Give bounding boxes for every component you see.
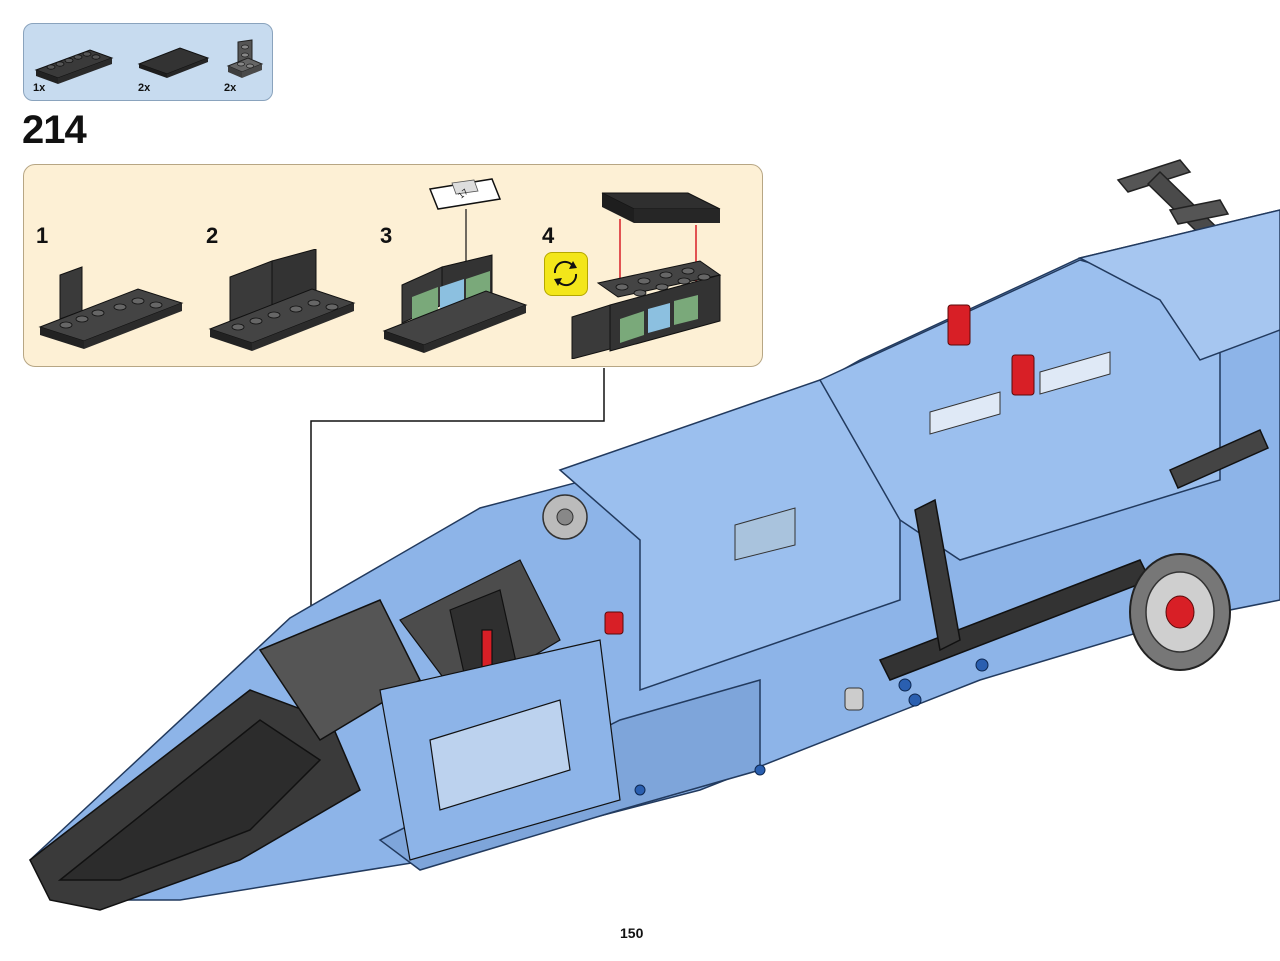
nose-cone (29, 599, 421, 911)
bracket-icon (226, 39, 264, 78)
grey-bushing (844, 687, 864, 711)
sub-assembly-box: 1 2 3 4 17 (23, 164, 763, 367)
part-quantity: 2x (224, 82, 237, 94)
substep-number: 3 (380, 223, 393, 248)
rotate-model-icon (544, 252, 588, 296)
substep-number: 1 (36, 223, 49, 248)
substep-2-assembly (208, 249, 356, 351)
part-quantity: 2x (138, 82, 151, 94)
substep-3-assembly: 17 (382, 178, 528, 353)
chassis-beam (878, 429, 1269, 681)
model-illustration (28, 159, 1280, 911)
tile-2x4-icon (137, 47, 210, 78)
parts-list-box: 1x 2x 2x (23, 23, 273, 101)
substep-number: 2 (206, 223, 219, 248)
substep-number: 4 (542, 223, 555, 248)
wheel (1129, 553, 1231, 671)
blue-pin (634, 658, 989, 796)
gear (542, 494, 588, 540)
rotate-arrows-icon (553, 260, 578, 287)
substep-4-assembly (571, 192, 722, 359)
sticker-panel (734, 351, 1111, 561)
plate-1x6-icon (34, 49, 114, 84)
substep-1-assembly (38, 266, 184, 349)
red-connector (604, 304, 1035, 635)
cockpit (379, 559, 621, 861)
page-number: 150 (620, 925, 644, 941)
part-quantity: 1x (33, 82, 46, 94)
step-number: 214 (22, 108, 87, 152)
